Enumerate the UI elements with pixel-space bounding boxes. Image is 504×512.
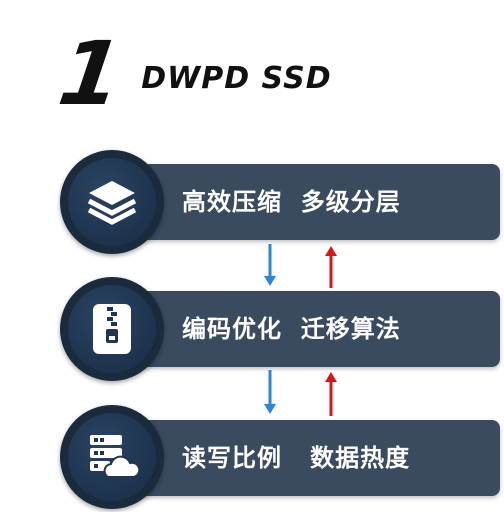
row-3-bar: 读写比例 数据热度 [116, 420, 500, 496]
row-1-icon-circle [60, 150, 164, 254]
up-arrow-2 [325, 372, 337, 416]
server-cloud-icon [90, 435, 140, 478]
row-3-icon-circle [60, 405, 164, 509]
up-arrow-1 [325, 246, 337, 288]
headline: 1 DWPD SSD [53, 22, 332, 125]
headline-title: DWPD SSD [141, 61, 332, 96]
layers-icon [87, 181, 137, 225]
row-3-label: 读写比例 数据热度 [182, 444, 411, 472]
down-arrow-1 [264, 244, 276, 286]
row-2-label: 编码优化 迁移算法 [182, 315, 401, 343]
row-1-bar: 高效压缩 多级分层 [116, 164, 500, 240]
row-1-label: 高效压缩 多级分层 [182, 188, 401, 216]
row-2-bar: 编码优化 迁移算法 [116, 291, 500, 367]
zip-file-icon [93, 304, 131, 354]
row-2-icon-circle [60, 277, 164, 381]
down-arrow-2 [264, 370, 276, 414]
headline-number: 1 [52, 22, 127, 125]
